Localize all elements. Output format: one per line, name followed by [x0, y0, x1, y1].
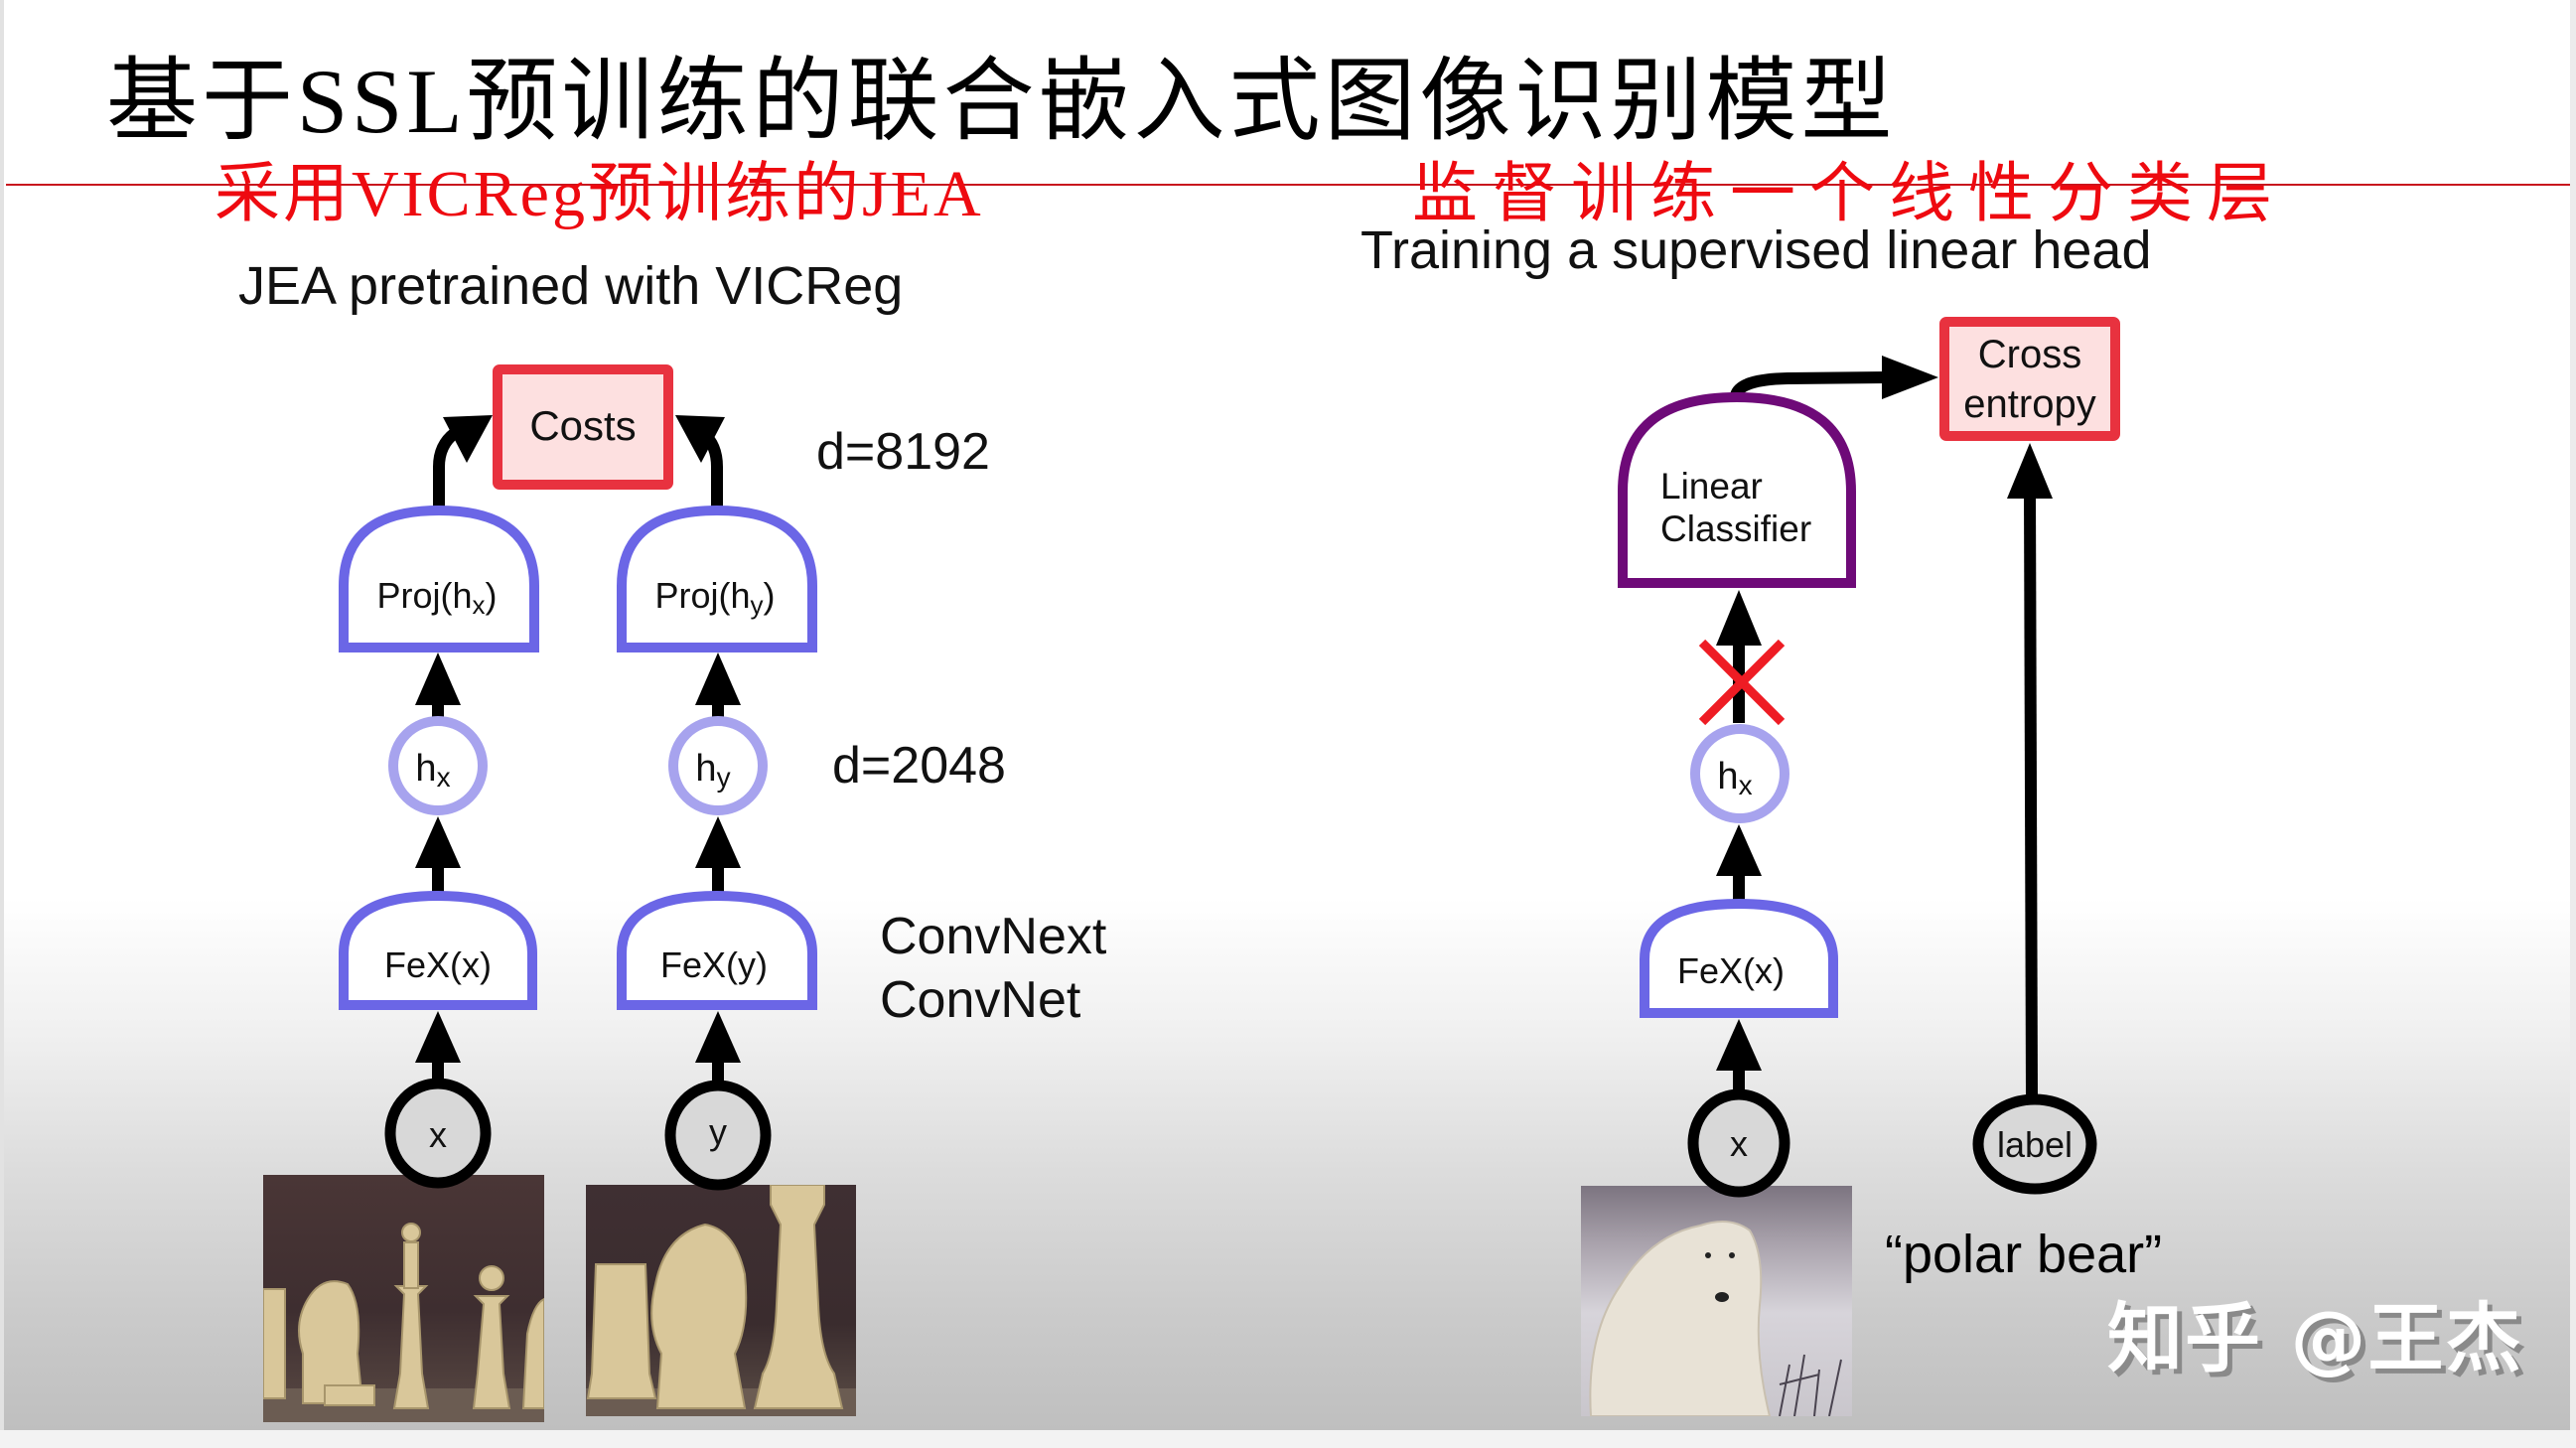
- arrow-proj-x-to-costs: [433, 415, 493, 507]
- arrow-y-to-fex: [695, 1011, 741, 1086]
- svg-text:entropy: entropy: [1963, 382, 2095, 426]
- feature-extractor-x-label: FeX(x): [384, 944, 492, 985]
- svg-text:FeX(x): FeX(x): [1677, 950, 1785, 991]
- costs-node: Costs: [493, 364, 673, 490]
- label-node: label: [1972, 1093, 2097, 1195]
- svg-text:x: x: [429, 1114, 447, 1155]
- backbone-label-convnext: ConvNext: [880, 908, 1107, 965]
- chess-pieces-icon: [586, 1185, 856, 1416]
- embedding-hy-node: hy: [668, 716, 768, 815]
- projector-x-node: Proj(hx): [339, 505, 539, 652]
- projector-y-node: Proj(hy): [617, 505, 817, 652]
- projector-y-label: Proj(h: [654, 575, 750, 616]
- arrow-label-to-cross-entropy: [2007, 443, 2053, 1096]
- slide-canvas: 基于SSL预训练的联合嵌入式图像识别模型 采用VICReg预训练的JEA 监督训…: [4, 0, 2570, 1430]
- representation-dimension-label: d=2048: [832, 737, 1006, 795]
- feature-extractor-y-node: FeX(y): [617, 890, 817, 1010]
- polar-bear-icon: [1589, 1221, 1842, 1416]
- svg-text:x: x: [1730, 1123, 1748, 1164]
- input-y-node: y: [664, 1080, 772, 1191]
- left-caption: JEA pretrained with VICReg: [238, 256, 904, 316]
- chess-image-y: [586, 1185, 856, 1416]
- polar-bear-image: [1581, 1186, 1852, 1416]
- embedding-hx-node-right: hx: [1690, 724, 1789, 823]
- arrow-fex-y-to-hy: [695, 816, 741, 894]
- arrow-x-to-fex-right: [1716, 1019, 1762, 1094]
- arrow-hy-to-projector: [695, 652, 741, 717]
- feature-extractor-y-label: FeX(y): [660, 944, 768, 985]
- feature-extractor-node-right: FeX(x): [1640, 898, 1838, 1018]
- arrow-proj-y-to-costs: [675, 415, 725, 507]
- projector-x-label: Proj(h: [376, 575, 472, 616]
- title-divider: [6, 184, 2570, 186]
- feature-extractor-x-node: FeX(x): [339, 890, 537, 1010]
- svg-text:Cross: Cross: [1978, 333, 2081, 376]
- input-x-node-right: x: [1687, 1088, 1790, 1198]
- cross-entropy-node: Cross entropy: [1939, 317, 2120, 441]
- svg-text:hx: hx: [415, 748, 450, 793]
- svg-text:hx: hx: [1717, 756, 1752, 800]
- svg-text:label: label: [1997, 1124, 2073, 1165]
- arrow-x-to-fex: [415, 1011, 461, 1086]
- costs-label: Costs: [529, 402, 636, 449]
- arrow-fex-to-hx-right: [1716, 824, 1762, 902]
- chess-pieces-icon: [263, 1223, 544, 1422]
- svg-text:Proj(hx): Proj(hx): [376, 575, 497, 620]
- watermark: 知乎 @王杰: [2107, 1294, 2523, 1382]
- embedding-hx-node: hx: [388, 716, 488, 815]
- arrow-classifier-to-cross-entropy: [1730, 356, 1938, 399]
- svg-text:Linear: Linear: [1660, 466, 1763, 507]
- left-subtitle-cn: 采用VICReg预训练的JEA: [215, 158, 984, 230]
- svg-text:Proj(hy): Proj(hy): [654, 575, 775, 620]
- svg-text:y: y: [709, 1111, 727, 1152]
- class-label-text: “polar bear”: [1885, 1225, 2163, 1284]
- slide-right-border: [2570, 0, 2576, 1448]
- blocked-gradient-x-icon: [1698, 639, 1786, 726]
- input-x-node: x: [384, 1078, 492, 1189]
- svg-text:Classifier: Classifier: [1660, 508, 1811, 549]
- right-subtitle-cn: 监督训练一个线性分类层: [1412, 158, 2286, 230]
- slide-bottom-border: [0, 1430, 2576, 1448]
- projection-dimension-label: d=8192: [816, 423, 990, 481]
- slide-left-border: [0, 0, 4, 1448]
- arrow-hx-to-projector: [415, 652, 461, 717]
- backbone-label-convnet: ConvNet: [880, 971, 1081, 1029]
- svg-text:hy: hy: [695, 748, 730, 793]
- page-title: 基于SSL预训练的联合嵌入式图像识别模型: [106, 51, 1897, 152]
- right-caption: Training a supervised linear head: [1360, 220, 2152, 280]
- linear-classifier-node: Linear Classifier: [1618, 391, 1856, 588]
- chess-image-x: [263, 1175, 544, 1422]
- arrow-fex-x-to-hx: [415, 816, 461, 894]
